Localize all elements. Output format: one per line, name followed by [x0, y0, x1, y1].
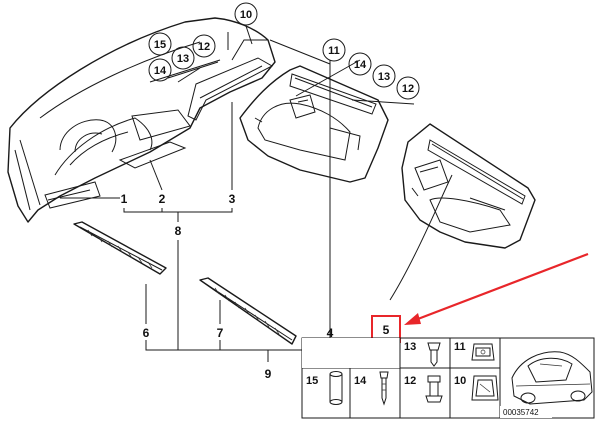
svg-text:15: 15	[154, 39, 166, 51]
svg-text:12: 12	[402, 83, 414, 95]
label-8: 8	[175, 224, 182, 238]
callout-10: 10	[234, 2, 258, 26]
callout-door-13: 13	[372, 64, 396, 88]
svg-text:13: 13	[378, 71, 390, 83]
svg-text:13: 13	[404, 341, 416, 353]
trim-strip-6	[73, 221, 167, 275]
svg-text:14: 14	[354, 59, 367, 71]
label-7: 7	[217, 326, 224, 340]
svg-text:12: 12	[198, 41, 210, 53]
label-4: 4	[327, 326, 334, 340]
bracket-clip-icon	[471, 375, 499, 401]
screw-clip-icon	[425, 375, 443, 403]
circled-callouts: 10 15 12 14 13 11 14 13	[148, 2, 420, 100]
highlight-arrow	[409, 252, 589, 324]
callout-dash-15: 15	[148, 32, 172, 56]
label-2: 2	[159, 192, 166, 206]
svg-text:10: 10	[454, 375, 466, 387]
table-cell-11: 11	[454, 341, 495, 361]
label-3: 3	[229, 192, 236, 206]
callout-door-12: 12	[396, 76, 420, 100]
table-cell-15: 15	[306, 371, 343, 405]
highlight-part-5: 5	[371, 252, 589, 343]
label-6: 6	[143, 326, 150, 340]
svg-text:14: 14	[354, 375, 367, 387]
svg-text:11: 11	[328, 45, 340, 57]
callout-dash-12: 12	[192, 34, 216, 58]
callout-dash-13: 13	[171, 46, 195, 70]
svg-text:00035742: 00035742	[503, 408, 539, 417]
svg-text:14: 14	[154, 65, 167, 77]
clip-nut-icon	[471, 343, 495, 361]
sleeve-icon	[329, 371, 343, 405]
svg-text:13: 13	[177, 53, 189, 65]
label-1: 1	[121, 192, 128, 206]
parts-table: 13 11 15 14	[301, 337, 595, 419]
svg-text:12: 12	[404, 375, 416, 387]
arrowhead-icon	[404, 313, 421, 325]
table-cell-13: 13	[404, 341, 441, 367]
diagram-reference: 00035742	[500, 406, 552, 418]
leader-lines	[60, 25, 453, 362]
trim-strip-7	[199, 277, 297, 345]
table-cell-14: 14	[354, 371, 389, 406]
svg-text:11: 11	[454, 341, 466, 353]
car-thumbnail	[511, 351, 593, 405]
callout-door-14: 14	[348, 52, 372, 76]
rear-door-illustration	[401, 123, 536, 249]
svg-text:15: 15	[306, 375, 318, 387]
table-cell-10: 10	[454, 375, 499, 401]
push-rivet-icon	[427, 342, 441, 367]
label-9: 9	[265, 367, 272, 381]
callout-door-11: 11	[322, 38, 346, 62]
callout-dash-14: 14	[148, 58, 172, 82]
part-number-labels: 1 2 3 8 6 7 4 9	[121, 192, 334, 381]
front-door-illustration	[239, 65, 389, 183]
svg-text:10: 10	[240, 9, 252, 21]
table-cell-12: 12	[404, 375, 443, 403]
label-5: 5	[383, 323, 390, 337]
expansion-pin-icon	[379, 371, 389, 406]
dashboard-illustration	[7, 17, 276, 223]
